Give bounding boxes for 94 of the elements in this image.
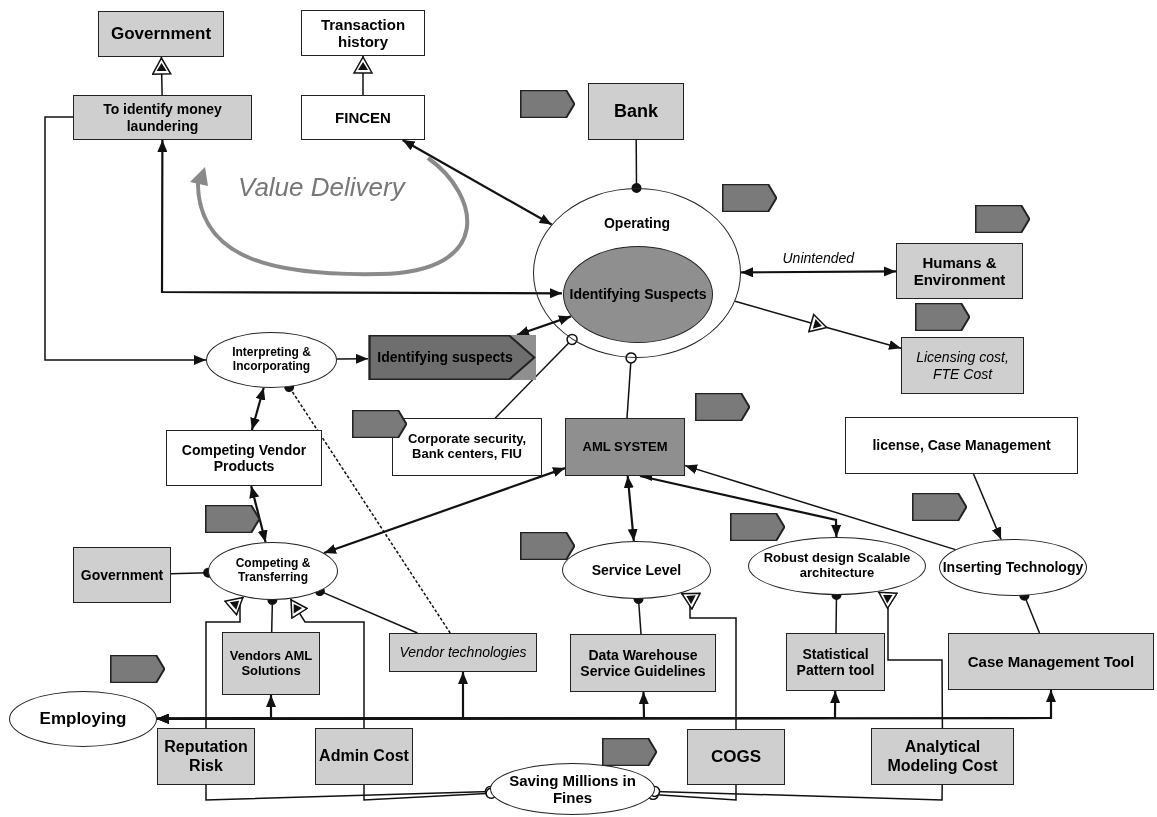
node-label: Inserting Technology — [942, 559, 1084, 576]
arrow — [336, 353, 369, 364]
node-label: Data Warehouse Service Guidelines — [579, 646, 707, 680]
tag-shape — [915, 303, 970, 331]
tag-shape — [722, 184, 777, 212]
arrow — [151, 56, 172, 96]
node-label: Statistical Pattern tool — [795, 645, 876, 679]
link-line — [647, 784, 737, 801]
link-line — [363, 784, 497, 801]
tag-shape — [520, 532, 575, 560]
link-line — [631, 139, 642, 193]
node-label: Identifying Suspects — [569, 286, 707, 303]
object-box — [845, 417, 1078, 474]
tag-shape — [205, 505, 260, 533]
object-box — [871, 728, 1014, 785]
object-box — [786, 633, 885, 691]
node-label: Operating — [603, 215, 671, 232]
arrow — [205, 596, 245, 729]
object-box — [948, 633, 1154, 690]
double-arrow — [402, 139, 553, 226]
object-box — [166, 430, 322, 486]
node-label: Transaction history — [319, 15, 407, 51]
object-box — [157, 728, 255, 785]
double-arrow — [516, 315, 572, 337]
tag-shape — [368, 335, 536, 380]
arrow — [734, 300, 902, 350]
node-label: COGS — [710, 747, 762, 767]
double-arrow — [157, 140, 562, 299]
double-arrow — [323, 467, 566, 555]
tag-shape — [602, 738, 657, 766]
double-arrow — [623, 475, 638, 542]
node-label: Vendor technologies — [399, 644, 527, 661]
arrow — [44, 116, 207, 365]
tag-shape — [110, 655, 165, 683]
object-box — [687, 729, 785, 785]
node-label: Government — [80, 566, 164, 584]
object-box — [901, 337, 1024, 394]
object-box — [389, 633, 537, 672]
node-label: Employing — [39, 709, 127, 729]
tag-shape — [520, 90, 575, 118]
tag-shape — [912, 493, 967, 521]
node-label: Competing & Transferring — [234, 557, 312, 585]
link-line — [625, 352, 637, 419]
object-box — [896, 243, 1023, 299]
link-line — [314, 586, 419, 634]
double-arrow — [741, 266, 896, 278]
object-box — [98, 11, 224, 57]
link-line — [494, 333, 578, 419]
arrow — [289, 598, 365, 729]
node-label: Saving Millions in Fines — [508, 771, 637, 807]
node-label: AML SYSTEM — [582, 439, 668, 455]
node-label: Government — [110, 24, 212, 44]
object-box — [73, 95, 252, 140]
node-label: Case Management Tool — [967, 652, 1135, 671]
object-box — [565, 418, 685, 476]
node-label: Identifying suspects — [377, 349, 513, 366]
arrow — [877, 590, 944, 729]
node-label: FINCEN — [335, 108, 391, 127]
arrow — [353, 55, 373, 96]
node-label: Humans & Environment — [912, 253, 1007, 289]
node-label: Vendors AML Solutions — [228, 648, 314, 679]
tag-shape — [352, 410, 407, 438]
double-arrow — [157, 690, 1056, 724]
object-box — [222, 632, 320, 695]
node-label: Robust design Scalable architecture — [762, 551, 912, 581]
object-box — [315, 728, 413, 785]
node-label: Admin Cost — [319, 747, 409, 766]
diagram-label: Value Delivery — [238, 172, 405, 203]
object-box — [392, 418, 542, 476]
object-box — [570, 634, 716, 692]
node-label: Licensing cost, FTE Cost — [915, 349, 1010, 382]
node-label: Analytical Modeling Cost — [886, 738, 999, 775]
process-ellipse — [208, 542, 338, 600]
object-box — [73, 547, 171, 603]
double-arrow — [249, 485, 268, 543]
node-label: Service Level — [591, 561, 682, 579]
node-label: Interpreting & Incorporating — [231, 346, 312, 374]
node-label: license, Case Management — [872, 437, 1051, 454]
double-arrow — [250, 387, 266, 431]
tag-shape — [730, 513, 785, 541]
object-box — [588, 83, 684, 140]
tag-shape — [975, 205, 1030, 233]
object-box — [301, 10, 425, 56]
tag-shape — [695, 393, 750, 421]
node-label: Reputation Risk — [163, 738, 249, 775]
process-ellipse — [9, 691, 157, 747]
node-label: Competing Vendor Products — [180, 441, 308, 475]
node-label: Corporate security, Bank centers, FIU — [406, 432, 528, 462]
arrow — [972, 473, 1002, 541]
object-box — [301, 95, 425, 140]
node-label: Bank — [614, 101, 658, 122]
arrow — [684, 464, 957, 551]
node-label: To identify money laundering — [102, 101, 223, 134]
arrow — [680, 592, 737, 730]
